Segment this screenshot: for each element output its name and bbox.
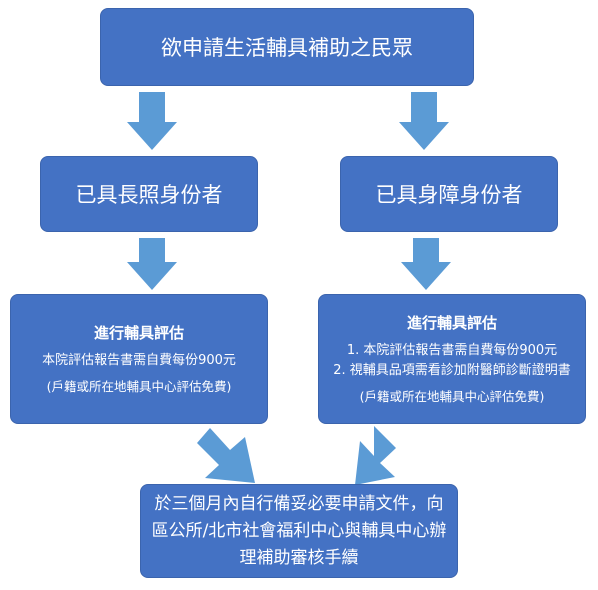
arrow-diagonal-right	[355, 426, 396, 485]
left-evaluation-box: 進行輔具評估 本院評估報告書需自費每份900元 (戶籍或所在地輔具中心評估免費)	[10, 294, 268, 424]
application-box: 於三個月內自行備妥必要申請文件，向區公所/北市社會福利中心與輔具中心辦理補助審核…	[140, 484, 458, 578]
left-evaluation-fee: 本院評估報告書需自費每份900元	[42, 352, 236, 368]
right-evaluation-certificate: 2. 視輔具品項需看診加附醫師診斷證明書	[333, 362, 571, 378]
long-term-care-label: 已具長照身份者	[75, 183, 223, 207]
disability-label: 已具身障身份者	[375, 183, 523, 207]
arrow-down-left	[127, 92, 177, 150]
arrow-down-left-2	[127, 238, 177, 290]
long-term-care-box: 已具長照身份者	[40, 156, 258, 232]
right-evaluation-title: 進行輔具評估	[406, 313, 497, 332]
application-text: 於三個月內自行備妥必要申請文件，向區公所/北市社會福利中心與輔具中心辦理補助審核…	[151, 493, 447, 568]
left-evaluation-note: (戶籍或所在地輔具中心評估免費)	[46, 378, 232, 394]
arrow-down-right	[399, 92, 449, 150]
arrow-down-right-2	[401, 238, 451, 290]
disability-box: 已具身障身份者	[340, 156, 558, 232]
applicant-box: 欲申請生活輔具補助之民眾	[100, 8, 474, 86]
left-evaluation-title: 進行輔具評估	[93, 323, 184, 342]
right-evaluation-fee: 1. 本院評估報告書需自費每份900元	[346, 342, 558, 358]
applicant-label: 欲申請生活輔具補助之民眾	[161, 36, 413, 60]
right-evaluation-box: 進行輔具評估 1. 本院評估報告書需自費每份900元 2. 視輔具品項需看診加附…	[318, 294, 586, 424]
right-evaluation-note: (戶籍或所在地輔具中心評估免費)	[359, 388, 545, 404]
arrow-diagonal-left	[197, 428, 255, 483]
